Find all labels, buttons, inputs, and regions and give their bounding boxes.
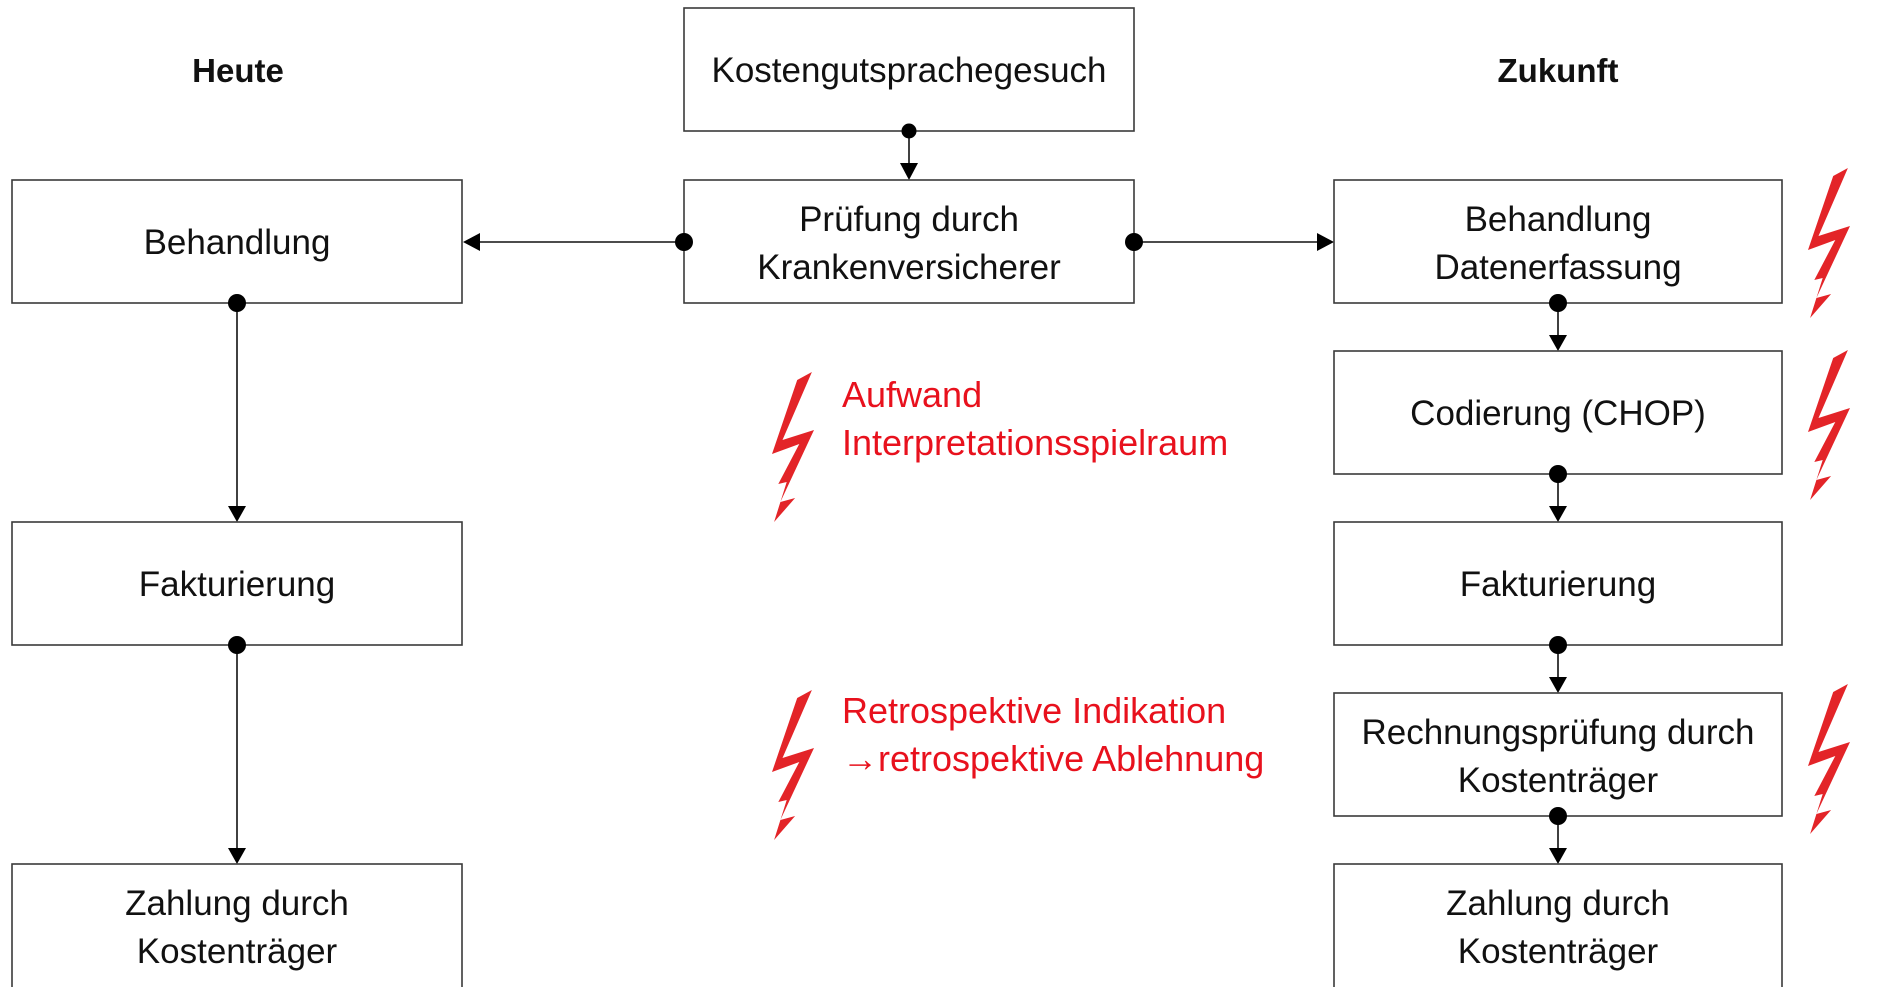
lightning-bolt-icon xyxy=(1808,350,1850,500)
connector-right-2-3 xyxy=(1549,465,1567,522)
right-invoice-check-line2: Kostenträger xyxy=(1458,761,1659,800)
box-cost-approval-request: Kostengutsprachegesuch xyxy=(683,7,1135,132)
left-payment-line2: Kostenträger xyxy=(137,932,338,971)
connector-check-to-left-treatment xyxy=(463,233,693,251)
right-treatment-line2: Datenerfassung xyxy=(1434,248,1681,287)
connector-right-4-5 xyxy=(1549,807,1567,864)
insurer-check-line1: Prüfung durch xyxy=(799,200,1019,239)
warning-retrospective-rejection: →retrospektive Ablehnung xyxy=(842,738,1264,779)
cost-approval-request-label: Kostengutsprachegesuch xyxy=(712,51,1107,90)
connector-right-1-2 xyxy=(1549,294,1567,351)
warning-interpretation: Interpretationsspielraum xyxy=(842,422,1228,463)
left-invoicing-label: Fakturierung xyxy=(139,565,335,604)
left-payment-line1: Zahlung durch xyxy=(125,884,349,923)
left-box-treatment: Behandlung xyxy=(11,179,463,304)
lightning-bolt-icon xyxy=(1808,168,1850,318)
heading-today: Heute xyxy=(192,52,284,89)
warning-retrospective-indication: Retrospektive Indikation xyxy=(842,690,1226,731)
right-payment-line2: Kostenträger xyxy=(1458,932,1659,971)
right-invoicing-label: Fakturierung xyxy=(1460,565,1656,604)
connector-request-to-check xyxy=(900,123,918,180)
connector-right-3-4 xyxy=(1549,636,1567,693)
right-treatment-line1: Behandlung xyxy=(1465,200,1652,239)
right-coding-label: Codierung (CHOP) xyxy=(1410,394,1706,433)
insurer-check-line2: Krankenversicherer xyxy=(757,248,1061,287)
left-box-invoicing: Fakturierung xyxy=(11,521,463,646)
right-box-invoice-check: Rechnungsprüfung durch Kostenträger xyxy=(1333,692,1783,817)
heading-future: Zukunft xyxy=(1498,52,1619,89)
left-box-payment: Zahlung durch Kostenträger xyxy=(11,863,463,987)
warning-effort: Aufwand xyxy=(842,374,982,415)
right-payment-line1: Zahlung durch xyxy=(1446,884,1670,923)
right-box-payment: Zahlung durch Kostenträger xyxy=(1333,863,1783,987)
lightning-bolt-icon xyxy=(1808,684,1850,834)
right-invoice-check-line1: Rechnungsprüfung durch xyxy=(1361,713,1754,752)
connector-check-to-right-treatment xyxy=(1125,233,1334,251)
lightning-bolt-icon xyxy=(772,690,814,840)
right-box-treatment-data-capture: Behandlung Datenerfassung xyxy=(1333,179,1783,304)
right-box-coding: Codierung (CHOP) xyxy=(1333,350,1783,475)
box-insurer-check: Prüfung durch Krankenversicherer xyxy=(683,179,1135,304)
left-treatment-label: Behandlung xyxy=(144,223,331,262)
connector-left-treatment-to-invoicing xyxy=(228,294,246,522)
connector-left-invoicing-to-payment xyxy=(228,636,246,864)
right-box-invoicing: Fakturierung xyxy=(1333,521,1783,646)
lightning-bolt-icon xyxy=(772,372,814,522)
